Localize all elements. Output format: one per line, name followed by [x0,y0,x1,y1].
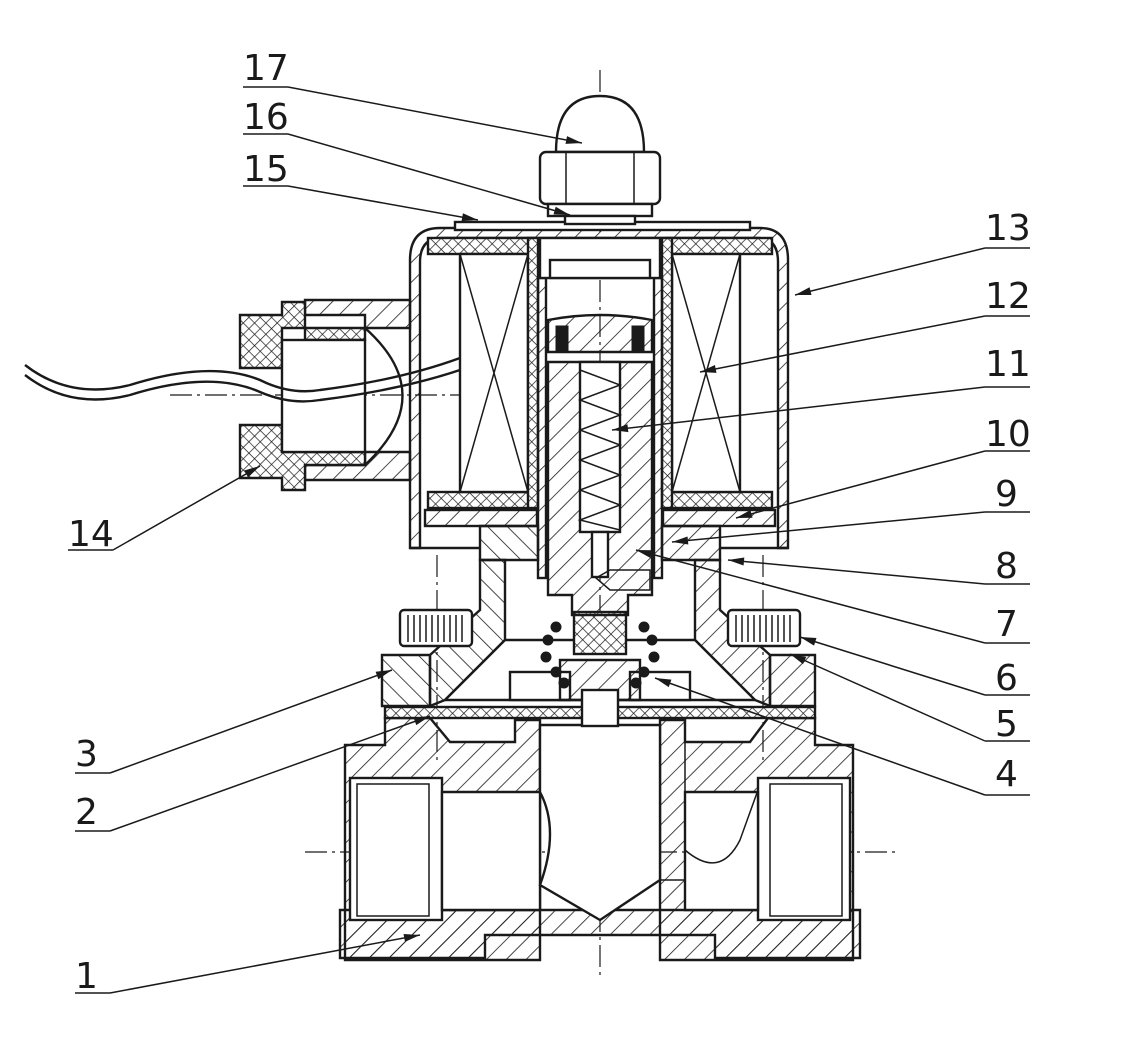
arrowhead [553,206,570,215]
arrowhead [403,934,420,942]
callout-13: 13 [794,208,1031,296]
callout-5: 5 [789,653,1030,745]
leader-line [727,559,1030,585]
leader-line [611,386,1030,431]
callout-4: 4 [654,677,1030,796]
leader-line [75,715,431,832]
callout-label: 6 [995,658,1018,699]
callout-label: 3 [75,734,98,775]
callout-17: 17 [243,48,583,144]
callout-2: 2 [75,715,431,833]
callout-label: 12 [985,276,1031,317]
callout-label: 9 [995,474,1018,515]
callout-1: 1 [75,934,421,997]
leader-line [75,934,421,994]
callout-6: 6 [799,636,1030,699]
arrowhead [565,136,582,144]
coil-left [423,236,540,528]
plunger-tube [478,236,722,617]
leader-line [243,185,479,221]
callout-label: 13 [985,208,1031,249]
callout-label: 4 [995,754,1018,795]
leader-line [794,247,1030,296]
leader-line [735,450,1030,519]
arrowhead [413,716,430,726]
arrowhead [612,424,629,433]
leader-line [75,669,393,774]
arrowhead [655,678,672,688]
leader-line [243,86,583,144]
washer [563,214,637,226]
leader-line [654,677,1030,796]
cable-gland [24,298,461,492]
callout-16: 16 [243,97,571,216]
callout-label: 1 [75,956,98,997]
arrowhead [800,637,817,646]
arrowhead [728,557,745,566]
callout-label: 5 [995,704,1018,745]
callout-label: 11 [985,344,1031,385]
arrowhead [375,670,392,680]
callout-15: 15 [243,149,479,222]
arrowhead [795,287,812,296]
callout-label: 7 [995,604,1018,645]
callout-12: 12 [699,276,1031,373]
callout-label: 8 [995,546,1018,587]
arrowhead [636,550,653,558]
callout-label: 14 [68,514,114,555]
arrowhead [736,509,753,518]
callout-10: 10 [735,414,1031,519]
cap-nut [538,94,662,218]
leader-line [68,465,261,551]
callout-8: 8 [727,546,1030,587]
callout-11: 11 [611,344,1031,433]
knurled-screw-right [726,608,802,648]
callout-7: 7 [635,549,1030,645]
callout-14: 14 [68,465,261,555]
callout-label: 16 [243,97,289,138]
arrowhead [244,466,260,478]
diaphragm-assembly [508,610,692,728]
callout-label: 10 [985,414,1031,455]
arrowhead [461,213,478,222]
leader-line [789,653,1030,742]
leader-line [635,549,1030,644]
callout-3: 3 [75,669,393,775]
leader-line [243,133,571,216]
knurled-screw-left [398,608,474,648]
callout-label: 17 [243,48,289,89]
arrowhead [700,364,717,373]
valve-body [338,716,862,962]
leader-line [699,315,1030,373]
arrowhead [790,654,807,665]
leader-line [799,636,1030,696]
arrowhead [672,536,689,545]
leader-line [671,511,1030,543]
callout-label: 15 [243,149,289,190]
coil-right [660,236,777,528]
callout-label: 2 [75,792,98,833]
callout-9: 9 [671,474,1030,545]
